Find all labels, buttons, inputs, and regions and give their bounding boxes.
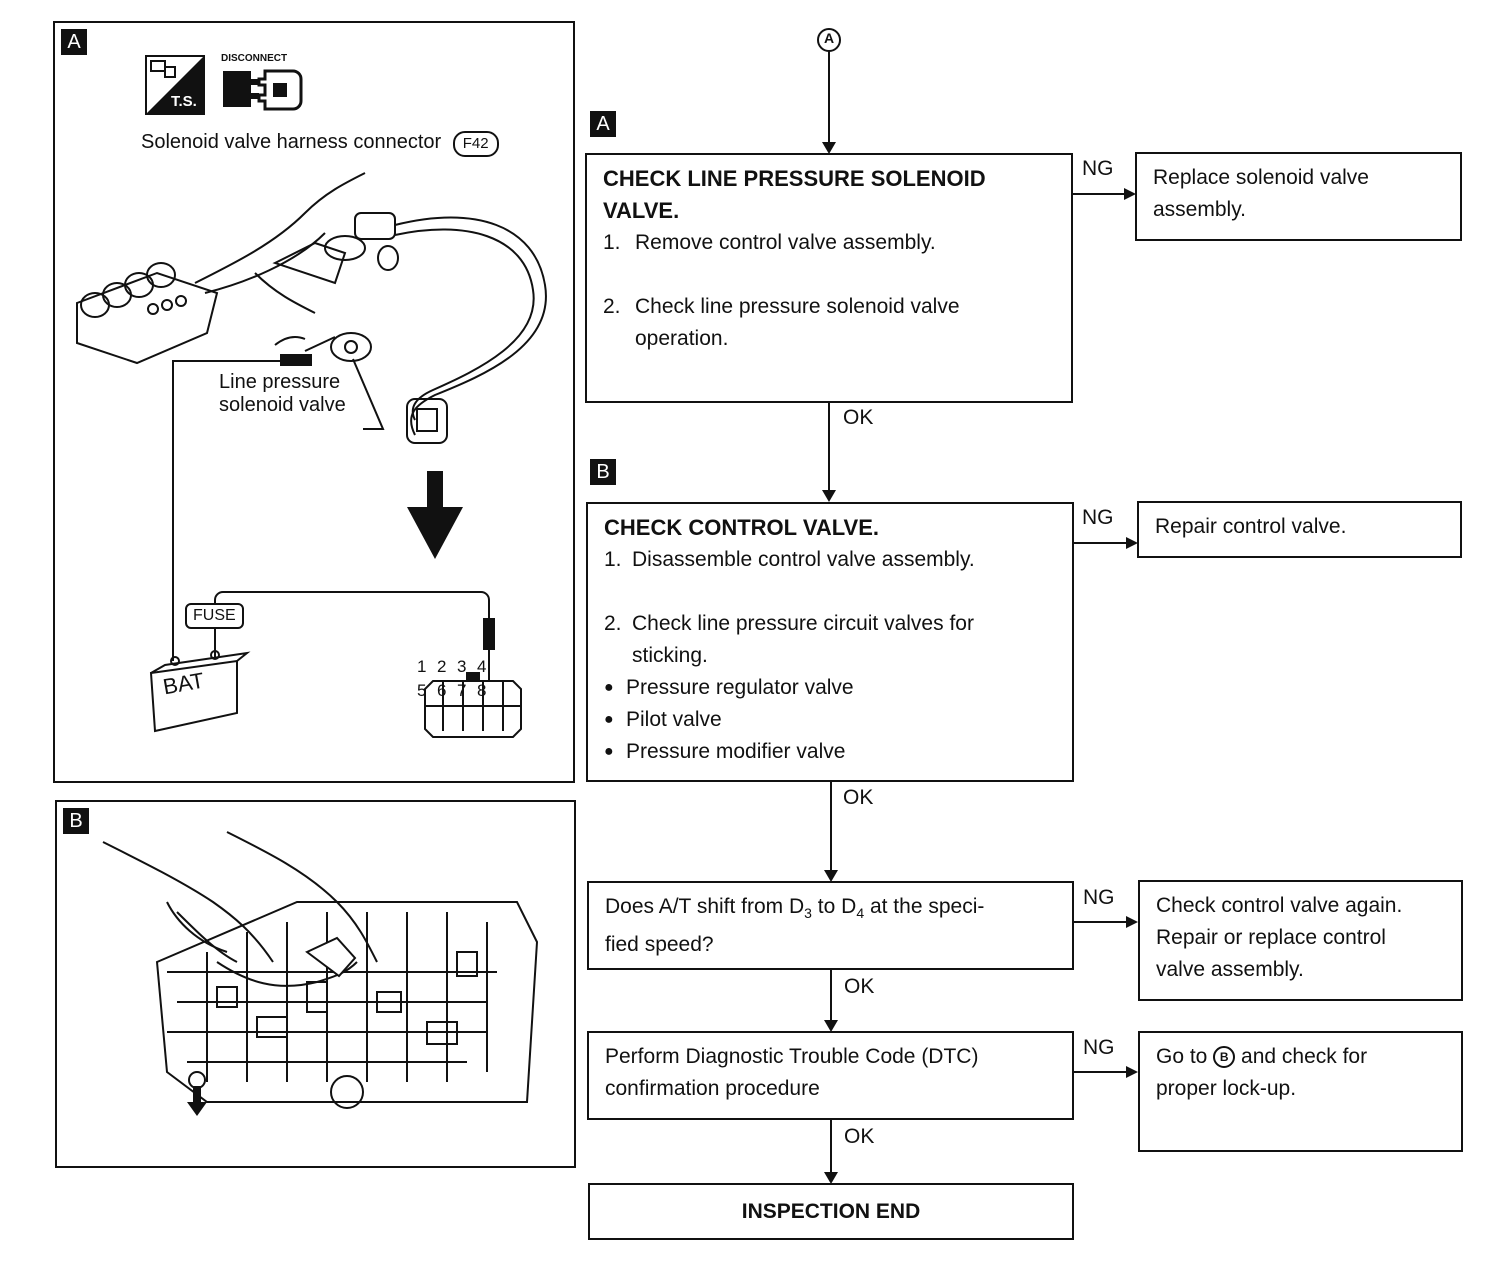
step3-ng-line1: Check control valve again. xyxy=(1156,894,1403,917)
step4-line2: confirmation procedure xyxy=(605,1077,820,1100)
step2-item2-line1: Check line pressure circuit valves for xyxy=(632,612,974,635)
pin-8: 8 xyxy=(477,681,487,700)
step4-ng-label: NG xyxy=(1083,1036,1115,1059)
step2-ng-label: NG xyxy=(1082,506,1114,529)
step-check-control-valve: CHECK CONTROL VALVE. 1. Disassemble cont… xyxy=(586,502,1074,782)
step4-ng-pre: Go to xyxy=(1156,1045,1214,1068)
step-check-solenoid: CHECK LINE PRESSURE SOLENOID VALVE. 1. R… xyxy=(585,153,1073,403)
inspection-end: INSPECTION END xyxy=(588,1183,1074,1240)
inspection-end-text: INSPECTION END xyxy=(741,1199,921,1223)
step1-item1: 1. Remove control valve assembly. xyxy=(603,227,1055,259)
step2-item2-num: 2. xyxy=(604,612,622,635)
solenoid-label-line2: solenoid valve xyxy=(219,394,346,416)
step3-text-pre: Does A/T shift from D xyxy=(605,895,805,918)
step3-ng-line3: valve assembly. xyxy=(1156,958,1304,981)
step3-sub-2: 4 xyxy=(856,905,865,922)
disconnect-icon: DISCONNECT xyxy=(217,53,307,117)
step3-text-post: at the speci- xyxy=(864,895,985,918)
step3-text-mid: to D xyxy=(811,895,857,918)
step2-bullet-2-text: Pilot valve xyxy=(626,708,722,731)
step1-title-line2: VALVE. xyxy=(603,198,680,223)
step2-item2: 2. Check line pressure circuit valves fo… xyxy=(604,608,1056,672)
control-valve-illustration xyxy=(102,831,539,1116)
step4-line1: Perform Diagnostic Trouble Code (DTC) xyxy=(605,1045,979,1068)
step2-bullet-1-text: Pressure regulator valve xyxy=(626,676,854,699)
step2-bullet-1: ●Pressure regulator valve xyxy=(604,672,1056,704)
step2-item1: 1. Disassemble control valve assembly. xyxy=(604,544,1056,576)
step3-ng-action: Check control valve again. Repair or rep… xyxy=(1138,880,1463,1001)
pin-4: 4 xyxy=(477,657,487,676)
step1-ng-action: Replace solenoid valve assembly. xyxy=(1135,152,1462,241)
connector-caption: Solenoid valve harness connector F42 xyxy=(141,131,499,157)
step1-ok-label: OK xyxy=(843,406,874,429)
figure-b-panel: B xyxy=(55,800,576,1168)
step2-title: CHECK CONTROL VALVE. xyxy=(604,515,880,540)
step4-ng-line2: proper lock-up. xyxy=(1156,1077,1297,1100)
flow-tag-b: B xyxy=(590,459,616,485)
step-dtc-confirmation: Perform Diagnostic Trouble Code (DTC) co… xyxy=(587,1031,1074,1120)
step1-ng-label: NG xyxy=(1082,157,1114,180)
step3-ng-label: NG xyxy=(1083,886,1115,909)
step-shift-check: Does A/T shift from D3 to D4 at the spec… xyxy=(587,881,1074,970)
step2-bullet-2: ●Pilot valve xyxy=(604,704,1056,736)
solenoid-label-line1: Line pressure xyxy=(219,371,341,393)
step1-item1-text: Remove control valve assembly. xyxy=(635,231,936,254)
step1-ng-line1: Replace solenoid valve xyxy=(1153,166,1369,189)
test-symbol-icon: T.S. xyxy=(145,55,205,115)
step1-item1-num: 1. xyxy=(603,231,621,254)
flow-tag-a: A xyxy=(590,111,616,137)
step1-item2: 2. Check line pressure solenoid valve op… xyxy=(603,291,1055,355)
connector-code-badge: F42 xyxy=(452,131,499,157)
step3-ng-line2: Repair or replace control xyxy=(1156,926,1386,949)
ts-label: T.S. xyxy=(171,93,197,110)
disconnect-label: DISCONNECT xyxy=(221,53,288,64)
step4-ng-post: and check for xyxy=(1235,1045,1368,1068)
pin-2: 2 xyxy=(437,657,447,676)
figure-b-tag: B xyxy=(63,808,89,834)
step3-line2: fied speed? xyxy=(605,933,714,957)
start-connector-label: A xyxy=(823,30,835,46)
step2-ng-action: Repair control valve. xyxy=(1137,501,1462,558)
step1-item2-num: 2. xyxy=(603,295,621,318)
pin-3: 3 xyxy=(457,657,467,676)
step4-ng-action: Go to B and check for proper lock-up. xyxy=(1138,1031,1463,1152)
pin-5: 5 xyxy=(417,681,427,700)
figure-a-tag: A xyxy=(61,29,87,55)
go-to-b-connector: B xyxy=(1213,1046,1236,1068)
step2-item1-num: 1. xyxy=(604,548,622,571)
caption-text: Solenoid valve harness connector xyxy=(141,131,442,153)
pin-6: 6 xyxy=(437,681,447,700)
step4-ok-label: OK xyxy=(844,1125,875,1148)
fuse-label: FUSE xyxy=(185,603,244,629)
step2-bullet-3: ●Pressure modifier valve xyxy=(604,736,1056,768)
step2-item1-text: Disassemble control valve assembly. xyxy=(632,548,975,571)
step2-item2-line2: sticking. xyxy=(632,644,708,667)
step4-ng-line1: Go to B and check for xyxy=(1156,1041,1445,1073)
step2-bullet-3-text: Pressure modifier valve xyxy=(626,740,846,763)
step2-ok-label: OK xyxy=(843,786,874,809)
step1-title-line1: CHECK LINE PRESSURE SOLENOID xyxy=(603,166,986,191)
step1-ng-line2: assembly. xyxy=(1153,198,1246,221)
step3-line1: Does A/T shift from D3 to D4 at the spec… xyxy=(605,891,1056,929)
pin-1: 1 xyxy=(417,657,427,676)
step1-item2-line2: operation. xyxy=(635,327,729,350)
figure-a-panel: A T.S. DISCONNECT Solenoid valve harness… xyxy=(53,21,575,783)
step1-item2-line1: Check line pressure solenoid valve xyxy=(635,295,960,318)
pin-7: 7 xyxy=(457,681,467,700)
solenoid-wiring-illustration xyxy=(76,172,547,738)
step3-sub-1: 3 xyxy=(804,905,812,922)
step3-ok-label: OK xyxy=(844,975,875,998)
step2-ng-line1: Repair control valve. xyxy=(1155,515,1347,538)
